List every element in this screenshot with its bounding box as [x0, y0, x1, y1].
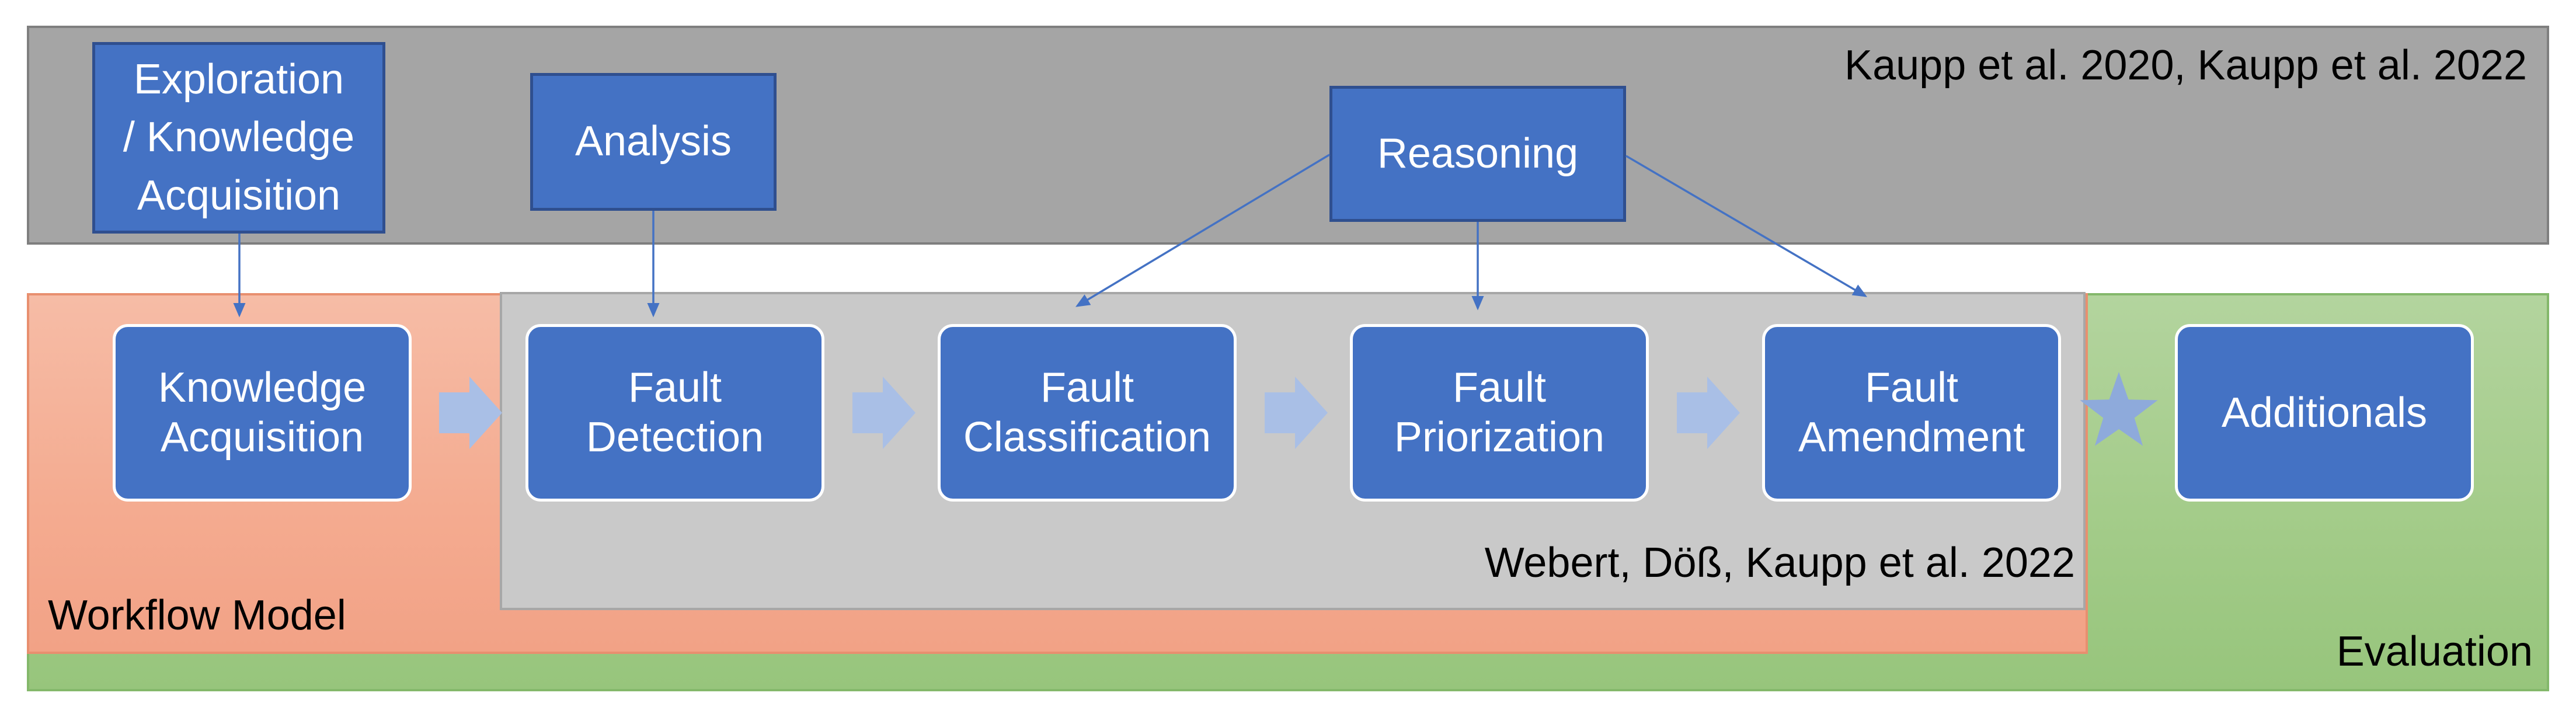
- fault-detection-label: Fault Detection: [586, 364, 764, 461]
- fault-classification-label: Fault Classification: [963, 364, 1212, 461]
- additionals-step: Additionals: [2175, 324, 2474, 502]
- fault-amendment-step: Fault Amendment: [1762, 324, 2061, 502]
- analysis-box: Analysis: [530, 73, 777, 211]
- additionals-label: Additionals: [2221, 389, 2428, 436]
- reasoning-box-label: Reasoning: [1377, 130, 1579, 177]
- workflow-model-caption: Workflow Model: [48, 592, 346, 639]
- analysis-box-label: Analysis: [575, 118, 732, 165]
- fault-priorization-label: Fault Priorization: [1394, 364, 1605, 461]
- fault-priorization-step: Fault Priorization: [1350, 324, 1649, 502]
- fault-detection-step: Fault Detection: [525, 324, 824, 502]
- exploration-knowledge-acquisition-box: Exploration / Knowledge Acquisition: [92, 42, 385, 234]
- research-citation: Kaupp et al. 2020, Kaupp et al. 2022: [1844, 42, 2527, 89]
- evaluation-caption: Evaluation: [2336, 628, 2533, 675]
- fault-amendment-label: Fault Amendment: [1798, 364, 2025, 461]
- exploration-box-label: Exploration / Knowledge Acquisition: [123, 55, 355, 219]
- knowledge-acquisition-step: Knowledge Acquisition: [113, 324, 412, 502]
- fault-classification-step: Fault Classification: [938, 324, 1237, 502]
- fault-handling-citation: Webert, Döß, Kaupp et al. 2022: [1484, 540, 2075, 586]
- reasoning-box: Reasoning: [1329, 86, 1626, 222]
- knowledge-acquisition-label: Knowledge Acquisition: [158, 364, 367, 461]
